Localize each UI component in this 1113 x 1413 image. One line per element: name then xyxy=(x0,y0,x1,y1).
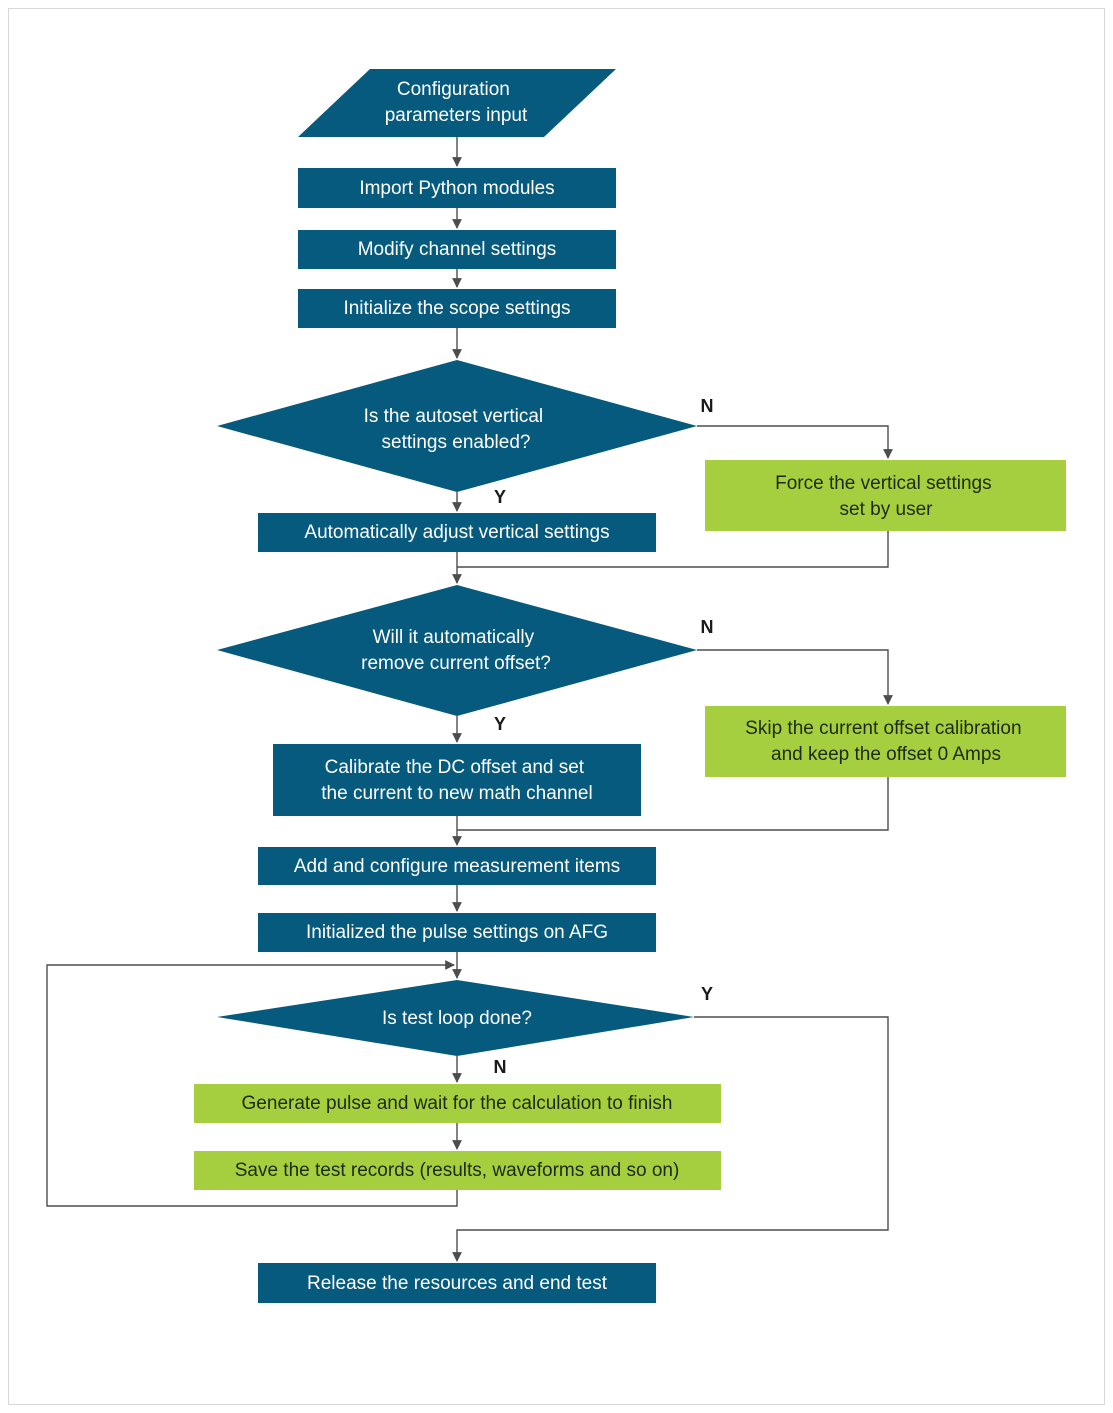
loop-decision-diamond xyxy=(217,980,694,1056)
save-records-label: Save the test records (results, waveform… xyxy=(235,1160,680,1181)
modify-channel-label: Modify channel settings xyxy=(358,239,557,260)
diagram-frame xyxy=(8,8,1105,1405)
shapes xyxy=(194,69,1066,1303)
autoset-no-label: N xyxy=(701,396,714,416)
import-modules-label: Import Python modules xyxy=(359,178,554,199)
loop-yes-label: Y xyxy=(701,984,713,1004)
save-records-box xyxy=(194,1151,721,1190)
edge-offset-no xyxy=(697,649,893,705)
init-scope-box xyxy=(298,289,616,328)
generate-pulse-label: Generate pulse and wait for the calculat… xyxy=(242,1093,673,1114)
force-vertical-label: Force the vertical settings set by user xyxy=(775,473,997,520)
release-box xyxy=(258,1263,656,1303)
offset-decision-diamond xyxy=(217,585,697,716)
skip-offset-label: Skip the current offset calibration and … xyxy=(745,718,1027,765)
autoset-decision-label: Is the autoset vertical settings enabled… xyxy=(364,406,549,453)
edge-loop-yes xyxy=(452,1016,889,1262)
edge-labels: N Y N Y Y N xyxy=(494,396,714,1077)
add-measurements-label: Add and configure measurement items xyxy=(294,856,620,877)
input-parallelogram xyxy=(298,69,616,137)
skip-offset-box xyxy=(705,706,1066,777)
generate-pulse-box xyxy=(194,1084,721,1123)
connectors xyxy=(46,137,893,1262)
auto-adjust-label: Automatically adjust vertical settings xyxy=(304,522,609,543)
init-scope-label: Initialize the scope settings xyxy=(343,298,570,319)
calibrate-dc-box xyxy=(273,744,641,816)
init-pulse-label: Initialized the pulse settings on AFG xyxy=(306,922,608,943)
init-pulse-box xyxy=(258,913,656,952)
release-label: Release the resources and end test xyxy=(307,1273,608,1294)
edge-autoset-no xyxy=(697,425,893,459)
offset-yes-label: Y xyxy=(494,714,506,734)
autoset-yes-label: Y xyxy=(494,487,506,507)
input-label: Configuration parameters input xyxy=(385,79,528,126)
loop-no-label: N xyxy=(494,1057,507,1077)
modify-channel-box xyxy=(298,230,616,269)
offset-decision-label: Will it automatically remove current off… xyxy=(361,627,551,674)
loop-decision-label: Is test loop done? xyxy=(382,1008,532,1029)
edge-loop-back xyxy=(46,960,458,1207)
calibrate-dc-label: Calibrate the DC offset and set the curr… xyxy=(321,757,592,804)
offset-no-label: N xyxy=(701,617,714,637)
force-vertical-box xyxy=(705,460,1066,531)
edge-skip-merge xyxy=(457,777,889,831)
add-measurements-box xyxy=(258,847,656,885)
node-labels: Configuration parameters input Import Py… xyxy=(235,79,1027,1294)
import-modules-box xyxy=(298,168,616,208)
autoset-decision-diamond xyxy=(217,360,697,492)
edge-force-merge xyxy=(457,531,889,568)
auto-adjust-box xyxy=(258,513,656,552)
